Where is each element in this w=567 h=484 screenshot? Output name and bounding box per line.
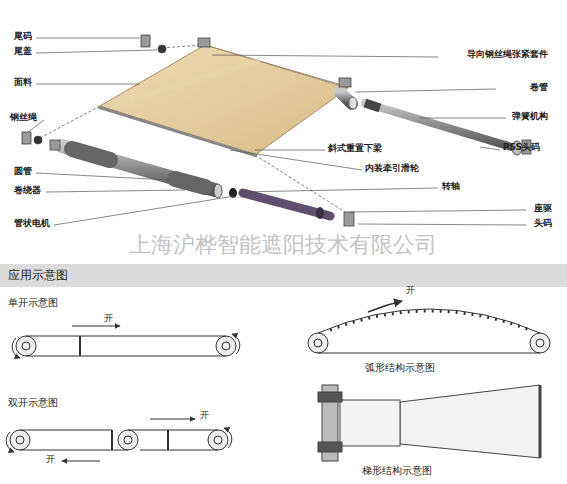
part-label: 钢丝绳 — [10, 113, 37, 123]
double-open-schematic — [6, 419, 232, 461]
part-label: 弹簧机构 — [512, 112, 548, 122]
part-label: 管状电机 — [14, 219, 50, 229]
trapezoid-schematic — [318, 385, 540, 461]
part-label: 卷绕器 — [14, 186, 41, 196]
schematic-label: 单开示意图 — [8, 297, 58, 308]
part-label: 座驱 — [534, 204, 552, 214]
part-label: 圆管 — [14, 167, 32, 177]
section-heading: 应用示意图 — [0, 264, 567, 287]
section-band: 应用示意图 — [0, 264, 567, 287]
schematic-label: 开 — [200, 411, 209, 421]
schematic-label: 开 — [46, 455, 55, 465]
watermark: 上海沪桦智能遮阳技术有限公司 — [129, 233, 437, 257]
schematic-label: 梯形结构示意图 — [362, 465, 432, 476]
part-label: 面料 — [14, 78, 32, 88]
exploded-view — [22, 35, 531, 226]
schematic-label: 双开示意图 — [8, 397, 58, 408]
part-label: 斜式重置下梁 — [328, 144, 382, 154]
part-label: PSS头码 — [503, 143, 540, 153]
schematic-label: 弧形结构示意图 — [365, 362, 435, 373]
section-band — [0, 264, 567, 287]
schematic-label: 开 — [406, 286, 415, 296]
part-label: 尾盖 — [14, 47, 32, 57]
leader-lines — [28, 38, 526, 225]
part-label: 头码 — [534, 219, 552, 229]
part-label: 转轴 — [442, 182, 460, 192]
part-label: 卷管 — [530, 83, 548, 93]
part-label: 导向钢丝绳张紧套件 — [467, 50, 548, 60]
part-label: 内装牵引滑轮 — [365, 164, 419, 174]
schematic-label: 开 — [104, 314, 113, 324]
single-open-schematic — [12, 326, 240, 358]
part-label: 尾码 — [14, 32, 32, 42]
arc-schematic — [308, 301, 550, 353]
